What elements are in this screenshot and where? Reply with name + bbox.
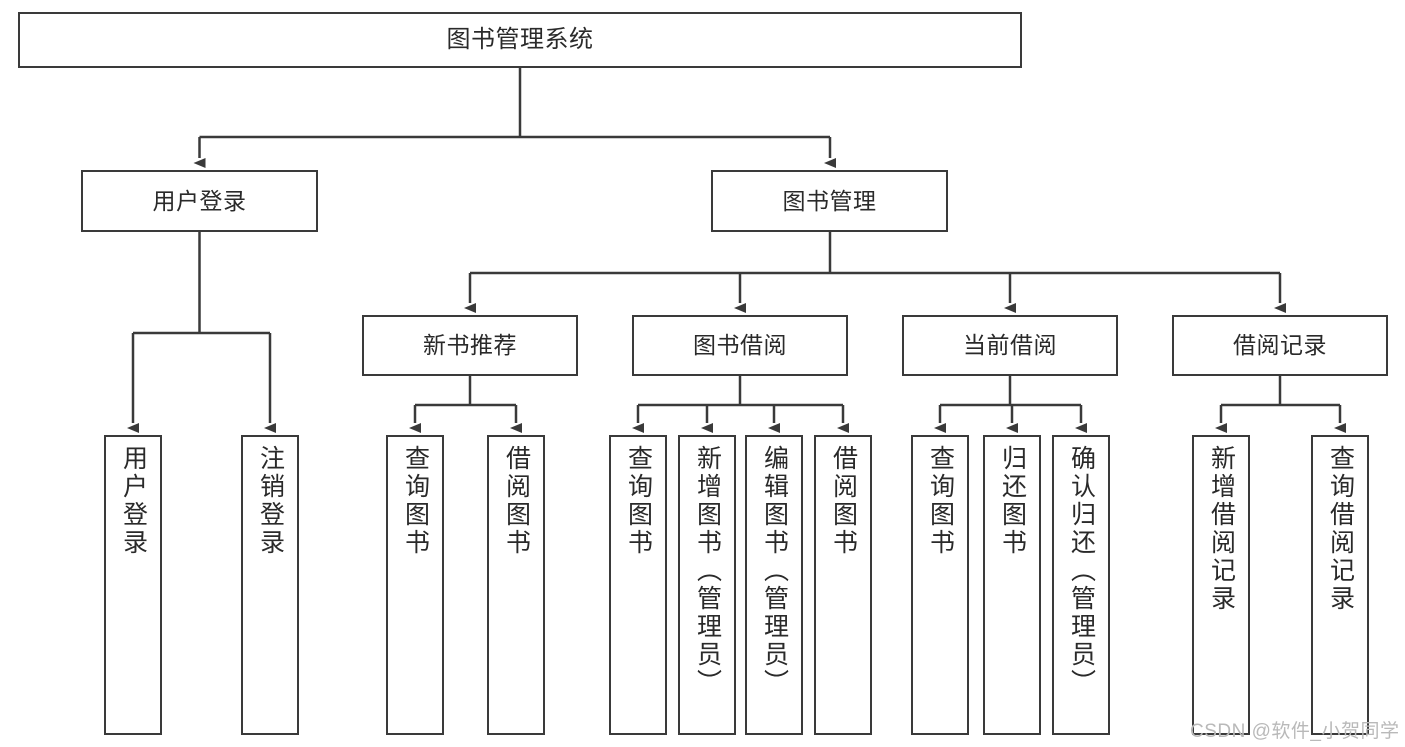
leaf-add-book-admin[interactable]: 新增图书（管理员） xyxy=(678,435,736,735)
leaf-logout[interactable]: 注销登录 xyxy=(241,435,299,735)
leaf-return-book[interactable]: 归还图书 xyxy=(983,435,1041,735)
node-root-label: 图书管理系统 xyxy=(446,26,594,54)
leaf-label: 归还图书 xyxy=(998,445,1027,557)
leaf-add-borrow-record[interactable]: 新增借阅记录 xyxy=(1192,435,1250,735)
node-label: 图书借阅 xyxy=(693,332,787,359)
leaf-query-books-current[interactable]: 查询图书 xyxy=(911,435,969,735)
node-level2-borrow-records[interactable]: 借阅记录 xyxy=(1172,315,1388,376)
leaf-label: 确认归还（管理员） xyxy=(1067,445,1096,697)
leaf-label: 编辑图书（管理员） xyxy=(760,445,789,697)
csdn-watermark: CSDN @软件_小贺同学 xyxy=(1190,721,1400,742)
leaf-label: 查询借阅记录 xyxy=(1326,445,1355,613)
leaf-query-books-borrow[interactable]: 查询图书 xyxy=(609,435,667,735)
leaf-borrow-books-new[interactable]: 借阅图书 xyxy=(487,435,545,735)
node-label: 当前借阅 xyxy=(963,332,1057,359)
leaf-borrow-book[interactable]: 借阅图书 xyxy=(814,435,872,735)
leaf-edit-book-admin[interactable]: 编辑图书（管理员） xyxy=(745,435,803,735)
node-level1-book-management[interactable]: 图书管理 xyxy=(711,170,948,232)
node-label: 借阅记录 xyxy=(1233,332,1327,359)
leaf-label: 新增借阅记录 xyxy=(1207,445,1236,613)
leaf-label: 注销登录 xyxy=(256,445,285,557)
node-label: 新书推荐 xyxy=(423,332,517,359)
node-level2-new-book-recommendation[interactable]: 新书推荐 xyxy=(362,315,578,376)
leaf-label: 查询图书 xyxy=(926,445,955,557)
leaf-confirm-return-admin[interactable]: 确认归还（管理员） xyxy=(1052,435,1110,735)
node-label: 用户登录 xyxy=(152,187,247,214)
node-level2-book-borrow[interactable]: 图书借阅 xyxy=(632,315,848,376)
leaf-label: 借阅图书 xyxy=(829,445,858,557)
leaf-label: 借阅图书 xyxy=(502,445,531,557)
leaf-user-login[interactable]: 用户登录 xyxy=(104,435,162,735)
node-label: 图书管理 xyxy=(782,187,877,214)
leaf-query-books-new[interactable]: 查询图书 xyxy=(386,435,444,735)
leaf-label: 查询图书 xyxy=(401,445,430,557)
node-level1-user-login[interactable]: 用户登录 xyxy=(81,170,318,232)
leaf-label: 用户登录 xyxy=(119,445,148,557)
node-root[interactable]: 图书管理系统 xyxy=(18,12,1022,68)
leaf-label: 查询图书 xyxy=(624,445,653,557)
node-level2-current-borrow[interactable]: 当前借阅 xyxy=(902,315,1118,376)
leaf-label: 新增图书（管理员） xyxy=(693,445,722,697)
leaf-query-borrow-record[interactable]: 查询借阅记录 xyxy=(1311,435,1369,735)
